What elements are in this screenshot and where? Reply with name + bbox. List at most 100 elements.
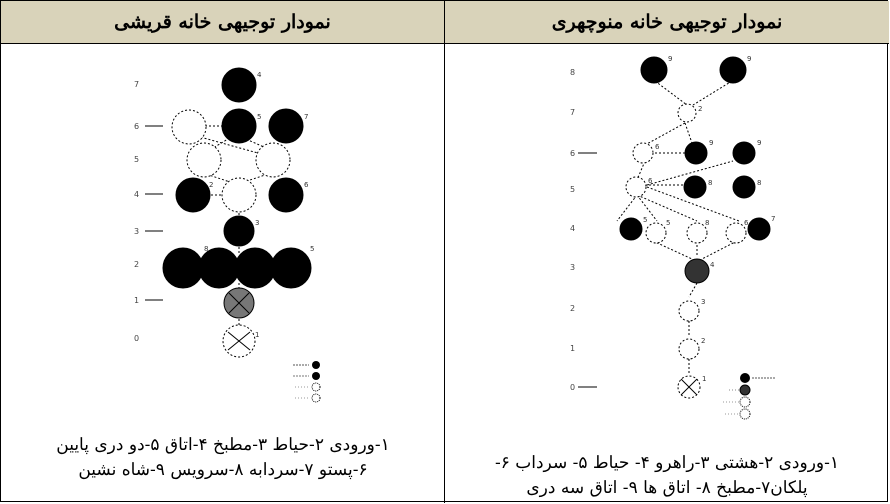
node-number: 6 <box>744 219 749 227</box>
node-level4-open-b <box>686 222 708 244</box>
header-qoreishi-house: نمودار توجیهی خانه قریشی <box>1 1 445 44</box>
hatch <box>227 331 251 351</box>
edge <box>692 80 733 106</box>
legend-symbol-filled <box>312 361 320 369</box>
node-level4-open-a <box>645 222 667 244</box>
edge <box>701 240 738 260</box>
node-number: 7 <box>304 113 308 121</box>
level-label-1: 1 <box>134 296 139 305</box>
edge <box>644 122 686 146</box>
legend-symbol-filled <box>312 372 320 380</box>
caption-qoreishi-house: ۱-ورودی ۲-حیاط ۳-مطبخ ۴-اتاق ۵-دو دری پا… <box>5 433 441 483</box>
node-level2-c <box>234 247 276 289</box>
diagram-qoreishi-house: 7 6 5 4 3 2 1 0 <box>134 67 321 403</box>
node-level5-a <box>683 175 707 199</box>
node-level2-a <box>162 247 204 289</box>
caption-line: ۶-پستو ۷-سردابه ۸-سرویس ۹-شاه نشین <box>78 460 368 480</box>
legend-symbol-open <box>311 382 321 392</box>
level-label-3: 3 <box>134 227 139 236</box>
level-label-8: 8 <box>570 68 575 77</box>
edge <box>652 240 693 260</box>
level-label-5: 5 <box>570 185 575 194</box>
node-level6-open <box>171 109 207 145</box>
node-number: 5 <box>257 113 261 121</box>
title-qoreishi-house: نمودار توجیهی خانه قریشی <box>114 11 331 33</box>
hatch <box>228 292 250 314</box>
node-level3-hatched <box>684 258 710 284</box>
legend-qoreishi <box>293 361 321 403</box>
edge <box>636 194 658 222</box>
node-level4-a <box>619 217 643 241</box>
node-number: 2 <box>209 181 213 189</box>
node-level5-b <box>732 175 756 199</box>
node-level4-b <box>268 177 304 213</box>
edge <box>688 282 698 298</box>
node-number: 8 <box>708 179 712 187</box>
legend-symbol-hatched <box>739 384 751 396</box>
edge <box>684 122 693 144</box>
node-number: 1 <box>255 331 259 339</box>
node-level6-a <box>221 108 257 144</box>
node-level6-b <box>732 141 756 165</box>
edge <box>616 194 638 222</box>
node-number: 8 <box>204 245 208 253</box>
node-level2-b <box>198 247 240 289</box>
node-level4-open <box>221 177 257 213</box>
node-level5-a <box>186 142 222 178</box>
node-number: 8 <box>705 219 709 227</box>
legend-symbol-filled <box>740 373 750 383</box>
node-number: 6 <box>304 181 309 189</box>
node-level3 <box>223 215 255 247</box>
node-level6-open <box>632 142 654 164</box>
node-level4-open-c <box>725 222 747 244</box>
node-number: 8 <box>757 179 761 187</box>
node-number: 9 <box>709 139 713 147</box>
level-label-4: 4 <box>134 190 139 199</box>
level-label-4: 4 <box>570 224 575 233</box>
node-number: 6 <box>648 177 653 185</box>
node-level2 <box>678 300 700 322</box>
caption-line: پلکان۷-مطبخ ۸- اتاق ها ۹- اتاق سه دری <box>526 478 808 498</box>
node-level6-b <box>268 108 304 144</box>
edge <box>654 80 688 106</box>
node-number: 2 <box>701 337 705 345</box>
node-number: 1 <box>702 375 706 383</box>
column-divider <box>444 1 445 503</box>
edge <box>636 194 698 222</box>
node-number: 7 <box>771 215 775 223</box>
node-level8-b <box>719 56 747 84</box>
node-number: 5 <box>666 219 670 227</box>
node-level5-b <box>255 142 291 178</box>
edge <box>646 160 734 186</box>
caption-line: ۱-ورودی ۲-هشتی ۳-راهرو ۴- حیاط ۵- سرداب … <box>494 453 840 473</box>
node-level8-a <box>640 56 668 84</box>
level-label-2: 2 <box>134 260 139 269</box>
node-level4-a <box>175 177 211 213</box>
node-level7 <box>221 67 257 103</box>
node-number: 4 <box>257 71 262 79</box>
level-label-2: 2 <box>570 304 575 313</box>
node-level2-d <box>270 247 312 289</box>
header-manouchehri-house: نمودار توجیهی خانه منوچهری <box>445 1 889 44</box>
node-level4-b <box>747 217 771 241</box>
node-number: 5 <box>643 216 647 224</box>
level-label-0: 0 <box>570 383 575 392</box>
caption-line: ۱-ورودی ۲-حیاط ۳-مطبخ ۴-اتاق ۵-دو دری پا… <box>56 435 390 455</box>
node-number: 2 <box>698 105 702 113</box>
legend-symbol-open <box>739 396 751 408</box>
node-number: 9 <box>757 139 761 147</box>
level-label-0: 0 <box>134 334 139 343</box>
node-level6-a <box>684 141 708 165</box>
level-label-7: 7 <box>134 80 139 89</box>
node-level7 <box>677 103 697 123</box>
legend-symbol-open <box>311 393 321 403</box>
diagram-manouchehri-house: 8 7 6 5 4 3 2 1 0 <box>570 55 775 420</box>
legend-symbol-open <box>739 408 751 420</box>
level-label-5: 5 <box>134 155 139 164</box>
title-manouchehri-house: نمودار توجیهی خانه منوچهری <box>551 11 783 33</box>
edge <box>192 134 266 156</box>
node-number: 9 <box>747 55 751 63</box>
hatch <box>680 378 698 396</box>
node-level5-open <box>625 176 647 198</box>
